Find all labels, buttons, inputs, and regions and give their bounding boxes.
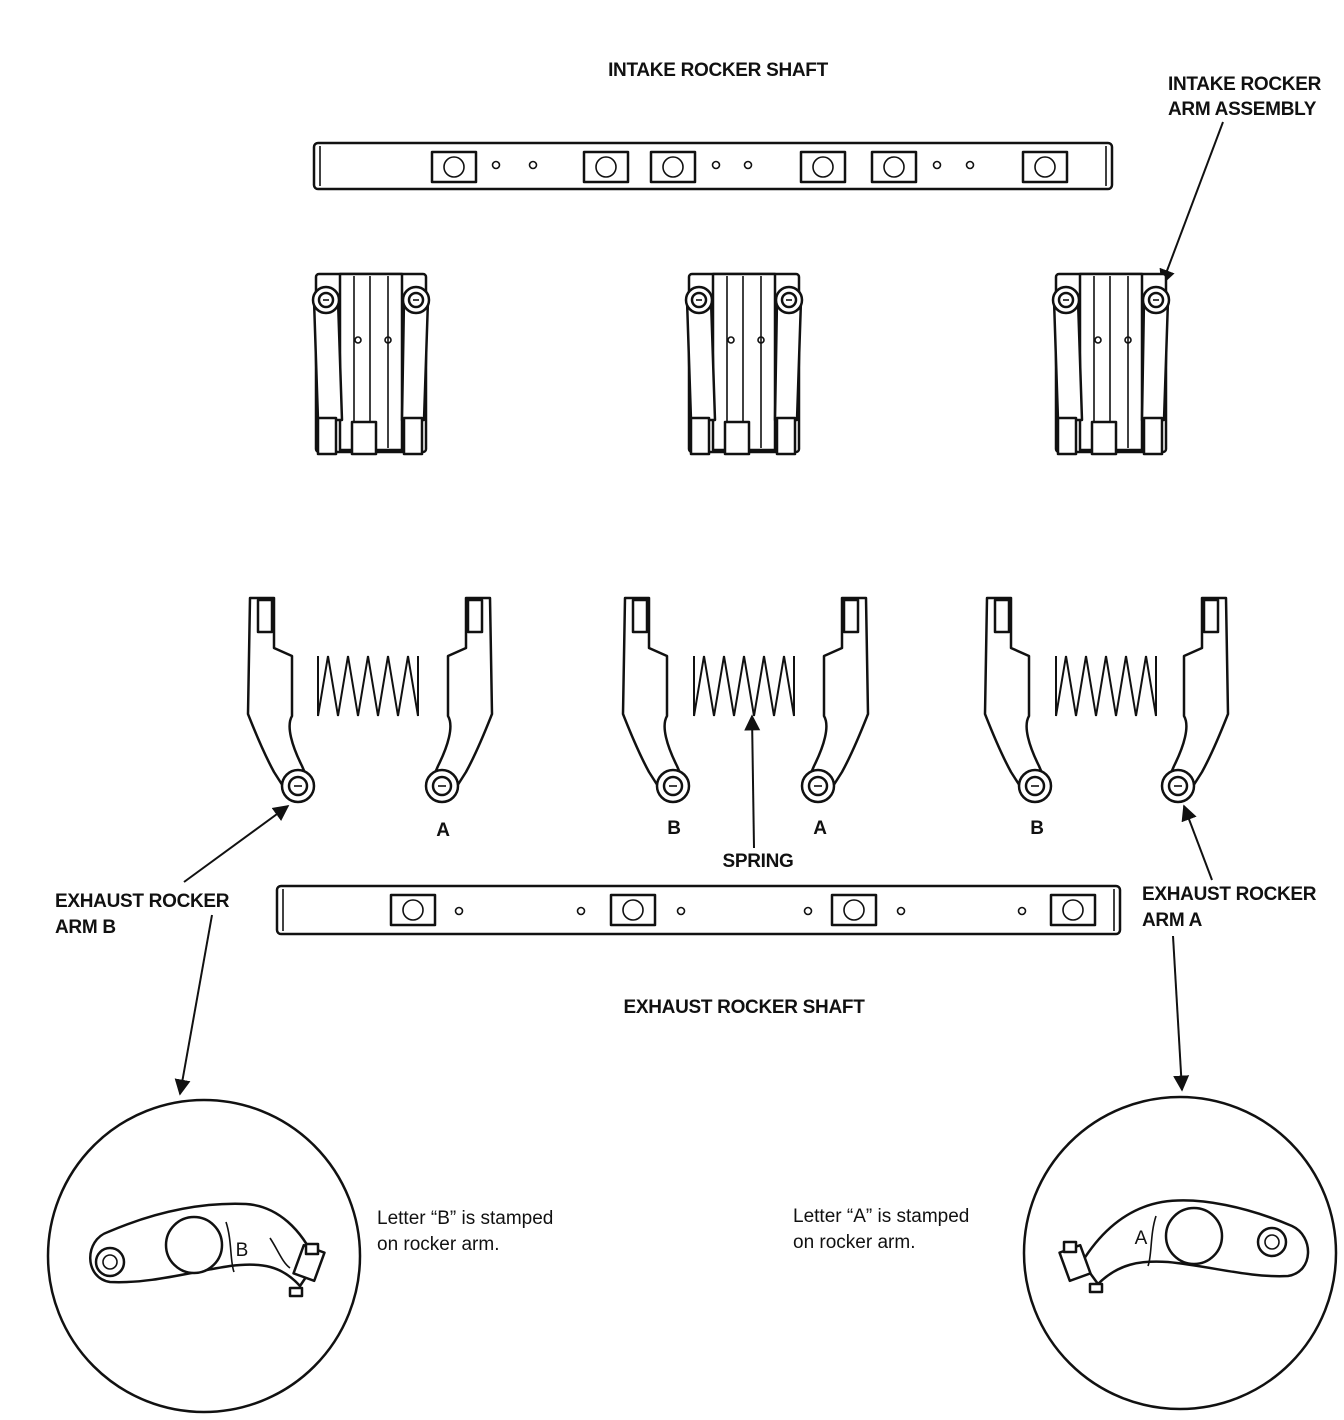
intake-assembly-label-line1: INTAKE ROCKER bbox=[1168, 74, 1322, 95]
exhaust-rocker-arm-a-2 bbox=[802, 598, 868, 802]
arm-letter-b-2: B bbox=[1030, 818, 1043, 839]
detail-circle-b: B bbox=[46, 1098, 362, 1414]
exhaust-arm-b-leader bbox=[183, 805, 290, 883]
spring-leader bbox=[744, 714, 761, 849]
exhaust-shaft-title: EXHAUST ROCKER SHAFT bbox=[623, 997, 865, 1018]
intake-rocker-shaft bbox=[312, 141, 1114, 191]
arm-letter-a-2: A bbox=[813, 818, 827, 839]
spring-label: SPRING bbox=[722, 851, 793, 872]
detail-b-note-line1: Letter “B” is stamped bbox=[377, 1208, 553, 1229]
stamp-letter-b: B bbox=[236, 1240, 249, 1261]
intake-rocker-arm-assembly-3 bbox=[1051, 272, 1171, 456]
exhaust-rocker-shaft bbox=[275, 884, 1122, 936]
spring-3 bbox=[1055, 655, 1157, 717]
exhaust-arm-b-label-line2: ARM B bbox=[55, 917, 116, 938]
detail-circle-a: A bbox=[1022, 1095, 1338, 1411]
stamp-letter-a: A bbox=[1135, 1228, 1148, 1249]
spring-2 bbox=[693, 655, 795, 717]
spring-1 bbox=[317, 655, 419, 717]
detail-b-note-line2: on rocker arm. bbox=[377, 1234, 499, 1255]
exhaust-rocker-arm-b-1 bbox=[246, 596, 316, 804]
detail-a-note-line1: Letter “A” is stamped bbox=[793, 1206, 969, 1227]
detail-b-leader bbox=[174, 914, 213, 1096]
arm-letter-b-1: B bbox=[667, 818, 680, 839]
intake-assembly-label-line2: ARM ASSEMBLY bbox=[1168, 99, 1317, 120]
exhaust-arm-b-label-line1: EXHAUST ROCKER bbox=[55, 891, 230, 912]
intake-assembly-leader bbox=[1159, 121, 1224, 286]
exhaust-rocker-arm-b-3 bbox=[983, 596, 1053, 804]
detail-a-note-line2: on rocker arm. bbox=[793, 1232, 915, 1253]
exhaust-arm-a-label-line2: ARM A bbox=[1142, 910, 1203, 931]
exhaust-arm-a-label-line1: EXHAUST ROCKER bbox=[1142, 884, 1317, 905]
exhaust-arm-a-leader bbox=[1181, 804, 1213, 881]
intake-shaft-title: INTAKE ROCKER SHAFT bbox=[608, 60, 829, 81]
exhaust-rocker-arm-a-3 bbox=[1162, 598, 1228, 802]
exhaust-rocker-arm-a-1 bbox=[426, 598, 492, 802]
intake-rocker-arm-assembly-2 bbox=[684, 272, 804, 456]
arm-letter-a-1: A bbox=[436, 820, 450, 841]
exhaust-rocker-arm-b-2 bbox=[621, 596, 691, 804]
intake-rocker-arm-assembly-1 bbox=[311, 272, 431, 456]
detail-a-leader bbox=[1172, 935, 1190, 1092]
